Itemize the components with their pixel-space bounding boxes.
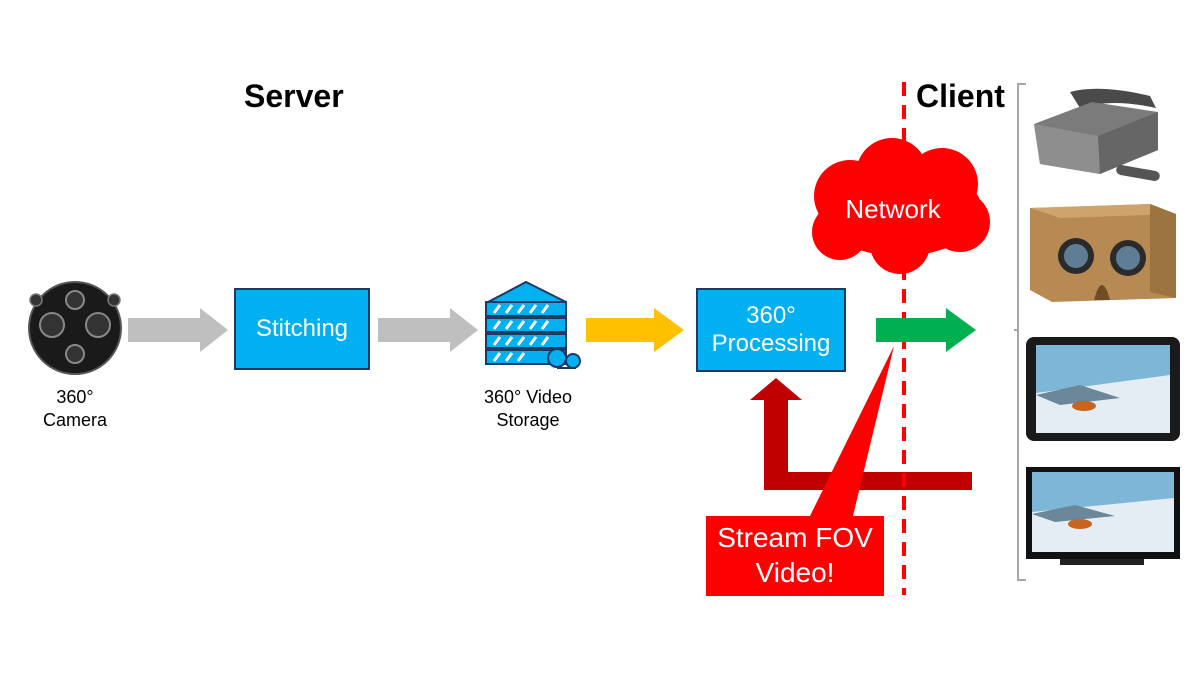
feedback-arrow — [750, 378, 972, 490]
server-heading: Server — [244, 78, 344, 114]
network-label: Network — [845, 194, 941, 224]
stitching-box: Stitching — [234, 288, 370, 370]
vr-headset-icon — [1034, 88, 1160, 181]
processing-label: 360° Processing — [711, 302, 831, 357]
camera-360-icon — [28, 281, 122, 375]
callout-pointer — [808, 346, 894, 520]
cardboard-viewer-icon — [1030, 204, 1176, 302]
callout-box — [706, 516, 884, 596]
arrow-storage-to-processing — [586, 308, 684, 352]
client-heading: Client — [916, 78, 1005, 114]
network-cloud-icon — [812, 138, 990, 274]
processing-box: 360° Processing — [696, 288, 846, 372]
client-bracket — [1017, 83, 1026, 581]
arrow-stitching-to-storage — [378, 308, 478, 352]
tv-icon — [1026, 467, 1180, 565]
tablet-icon — [1026, 337, 1180, 441]
stitching-label: Stitching — [255, 315, 349, 343]
arrow-camera-to-stitching — [128, 308, 228, 352]
storage-caption: 360° Video Storage — [484, 387, 572, 431]
video-storage-icon — [485, 280, 581, 369]
arrow-to-client — [876, 308, 976, 352]
camera-caption: 360° Camera — [42, 387, 108, 431]
callout-text: Stream FOV Video! — [717, 522, 873, 588]
